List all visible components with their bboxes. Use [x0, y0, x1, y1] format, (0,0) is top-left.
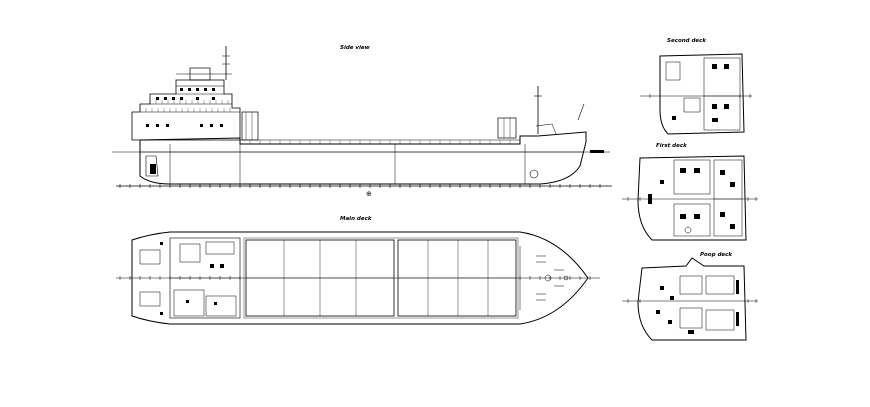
side-view: Side view ⊕ — [112, 45, 612, 198]
poop-deck-outline — [637, 257, 747, 341]
side-ruler-ticks — [119, 184, 601, 188]
poop-deck-title: Poop deck — [700, 252, 732, 258]
main-deck-view: Main deck — [116, 216, 600, 325]
waterline-marker — [590, 150, 604, 153]
side-view-title: Side view — [340, 45, 371, 51]
second-deck-title: Second deck — [667, 38, 706, 44]
poop-deck-view: Poop deck — [622, 252, 758, 341]
midship-mark: ⊕ — [366, 190, 372, 198]
second-deck-view: Second deck — [640, 38, 752, 135]
side-hull — [139, 131, 587, 185]
first-deck-title: First deck — [656, 143, 687, 149]
first-deck-view: First deck — [622, 143, 758, 241]
main-deck-title: Main deck — [340, 216, 372, 222]
main-deck-hull — [131, 231, 589, 325]
second-deck-outline — [659, 53, 745, 135]
side-superstructure — [131, 79, 241, 141]
first-deck-outline — [637, 155, 747, 241]
